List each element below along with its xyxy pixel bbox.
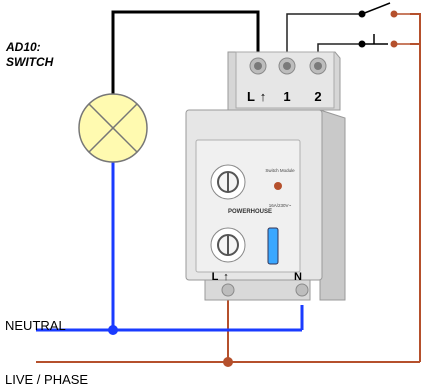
switch-module-device xyxy=(185,51,346,301)
terminal-label-1: 1 xyxy=(283,89,290,104)
selector-slider[interactable] xyxy=(267,227,279,265)
switch-lower-icon xyxy=(358,34,410,48)
mode-dial[interactable] xyxy=(210,227,246,263)
lamp-icon xyxy=(78,93,148,163)
indicator-label: Switch Module xyxy=(265,168,295,173)
terminal-label-2: 2 xyxy=(314,89,321,104)
rating-label: 16A/230V~ xyxy=(269,203,292,208)
terminal-label-l: L xyxy=(247,89,255,104)
neutral-junction xyxy=(108,325,118,335)
up-arrow-icon: ↑ xyxy=(260,89,267,104)
up-arrow-icon-bottom: ↑ xyxy=(223,271,229,283)
title-line-1: AD10: xyxy=(6,40,41,54)
indicator-led xyxy=(274,182,282,190)
time-delay-dial[interactable] xyxy=(210,164,246,200)
neutral-label: NEUTRAL xyxy=(5,318,66,333)
terminal-label-bottom-l: L xyxy=(212,271,219,283)
neutral-wire xyxy=(36,152,304,332)
diagram-title: AD10:SWITCH xyxy=(6,40,53,70)
brand-label: POWERHOUSE xyxy=(228,209,272,215)
live-junction xyxy=(223,357,233,367)
terminal-label-bottom-n: N xyxy=(294,271,302,283)
title-line-2: SWITCH xyxy=(6,55,54,69)
switch-upper-icon xyxy=(358,2,410,18)
switch-wire-black xyxy=(111,10,260,102)
device-labels: L 1 2 ↑ L N ↑ POWERHOUSE Switch Module 16A/230V~ xyxy=(212,89,322,283)
live-label: LIVE / PHASE xyxy=(5,372,89,387)
